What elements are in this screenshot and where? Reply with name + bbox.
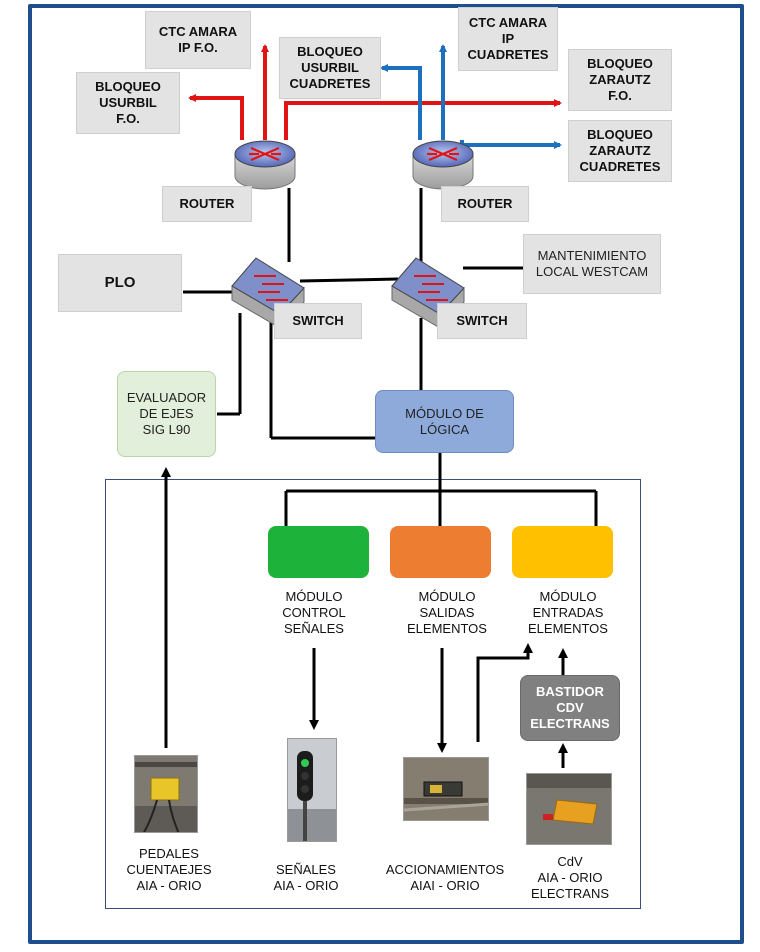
bloqueo-usurbil-cuadretes-box: BLOQUEO USURBIL CUADRETES: [279, 37, 381, 99]
plo-box: PLO: [58, 254, 182, 312]
pedales-label: PEDALES CUENTAEJES AIA - ORIO: [126, 846, 212, 893]
router-right-label: ROUTER: [441, 186, 529, 222]
diagram-frame: [28, 4, 744, 944]
modulo-salidas-block: [390, 526, 491, 578]
cdv-photo: [526, 773, 612, 845]
evaluador-ejes-box: EVALUADOR DE EJES SIG L90: [117, 371, 216, 457]
modulo-logica-box: MÓDULO DE LÓGICA: [375, 390, 514, 453]
switch-left-label: SWITCH: [274, 303, 362, 339]
fo-arrows: [188, 44, 562, 140]
pedal-photo: [134, 755, 198, 833]
accionamiento-photo: [403, 757, 489, 821]
bloqueo-usurbil-fo-box: BLOQUEO USURBIL F.O.: [76, 72, 180, 134]
router-left-label: ROUTER: [162, 186, 252, 222]
modulo-entradas-label: MÓDULO ENTRADAS ELEMENTOS: [528, 589, 608, 636]
bloqueo-zarautz-cuadretes-box: BLOQUEO ZARAUTZ CUADRETES: [568, 120, 672, 182]
field-elements-box: [105, 479, 641, 909]
router-icon: [234, 140, 296, 190]
bloqueo-zarautz-fo-box: BLOQUEO ZARAUTZ F.O.: [568, 49, 672, 111]
accionamientos-label: ACCIONAMIENTOS AIAI - ORIO: [385, 862, 505, 893]
modulo-control-block: [268, 526, 369, 578]
switch-right-label: SWITCH: [437, 303, 527, 339]
router-icon: [412, 140, 474, 190]
cdv-label: CdV AIA - ORIO ELECTRANS: [530, 854, 610, 901]
senales-label: SEÑALES AIA - ORIO: [273, 862, 339, 893]
field-arrows: [161, 467, 568, 768]
modulo-entradas-block: [512, 526, 613, 578]
ctc-amara-cuadretes-box: CTC AMARA IP CUADRETES: [458, 7, 558, 71]
mantenimiento-box: MANTENIMIENTO LOCAL WESTCAM: [523, 234, 661, 294]
network-links: [183, 188, 598, 528]
bastidor-box: BASTIDOR CDV ELECTRANS: [520, 675, 620, 741]
modulo-control-label: MÓDULO CONTROL SEÑALES: [282, 589, 346, 636]
modulo-salidas-label: MÓDULO SALIDAS ELEMENTOS: [407, 589, 487, 636]
signal-photo: [287, 738, 337, 842]
ctc-amara-fo-box: CTC AMARA IP F.O.: [145, 11, 251, 69]
